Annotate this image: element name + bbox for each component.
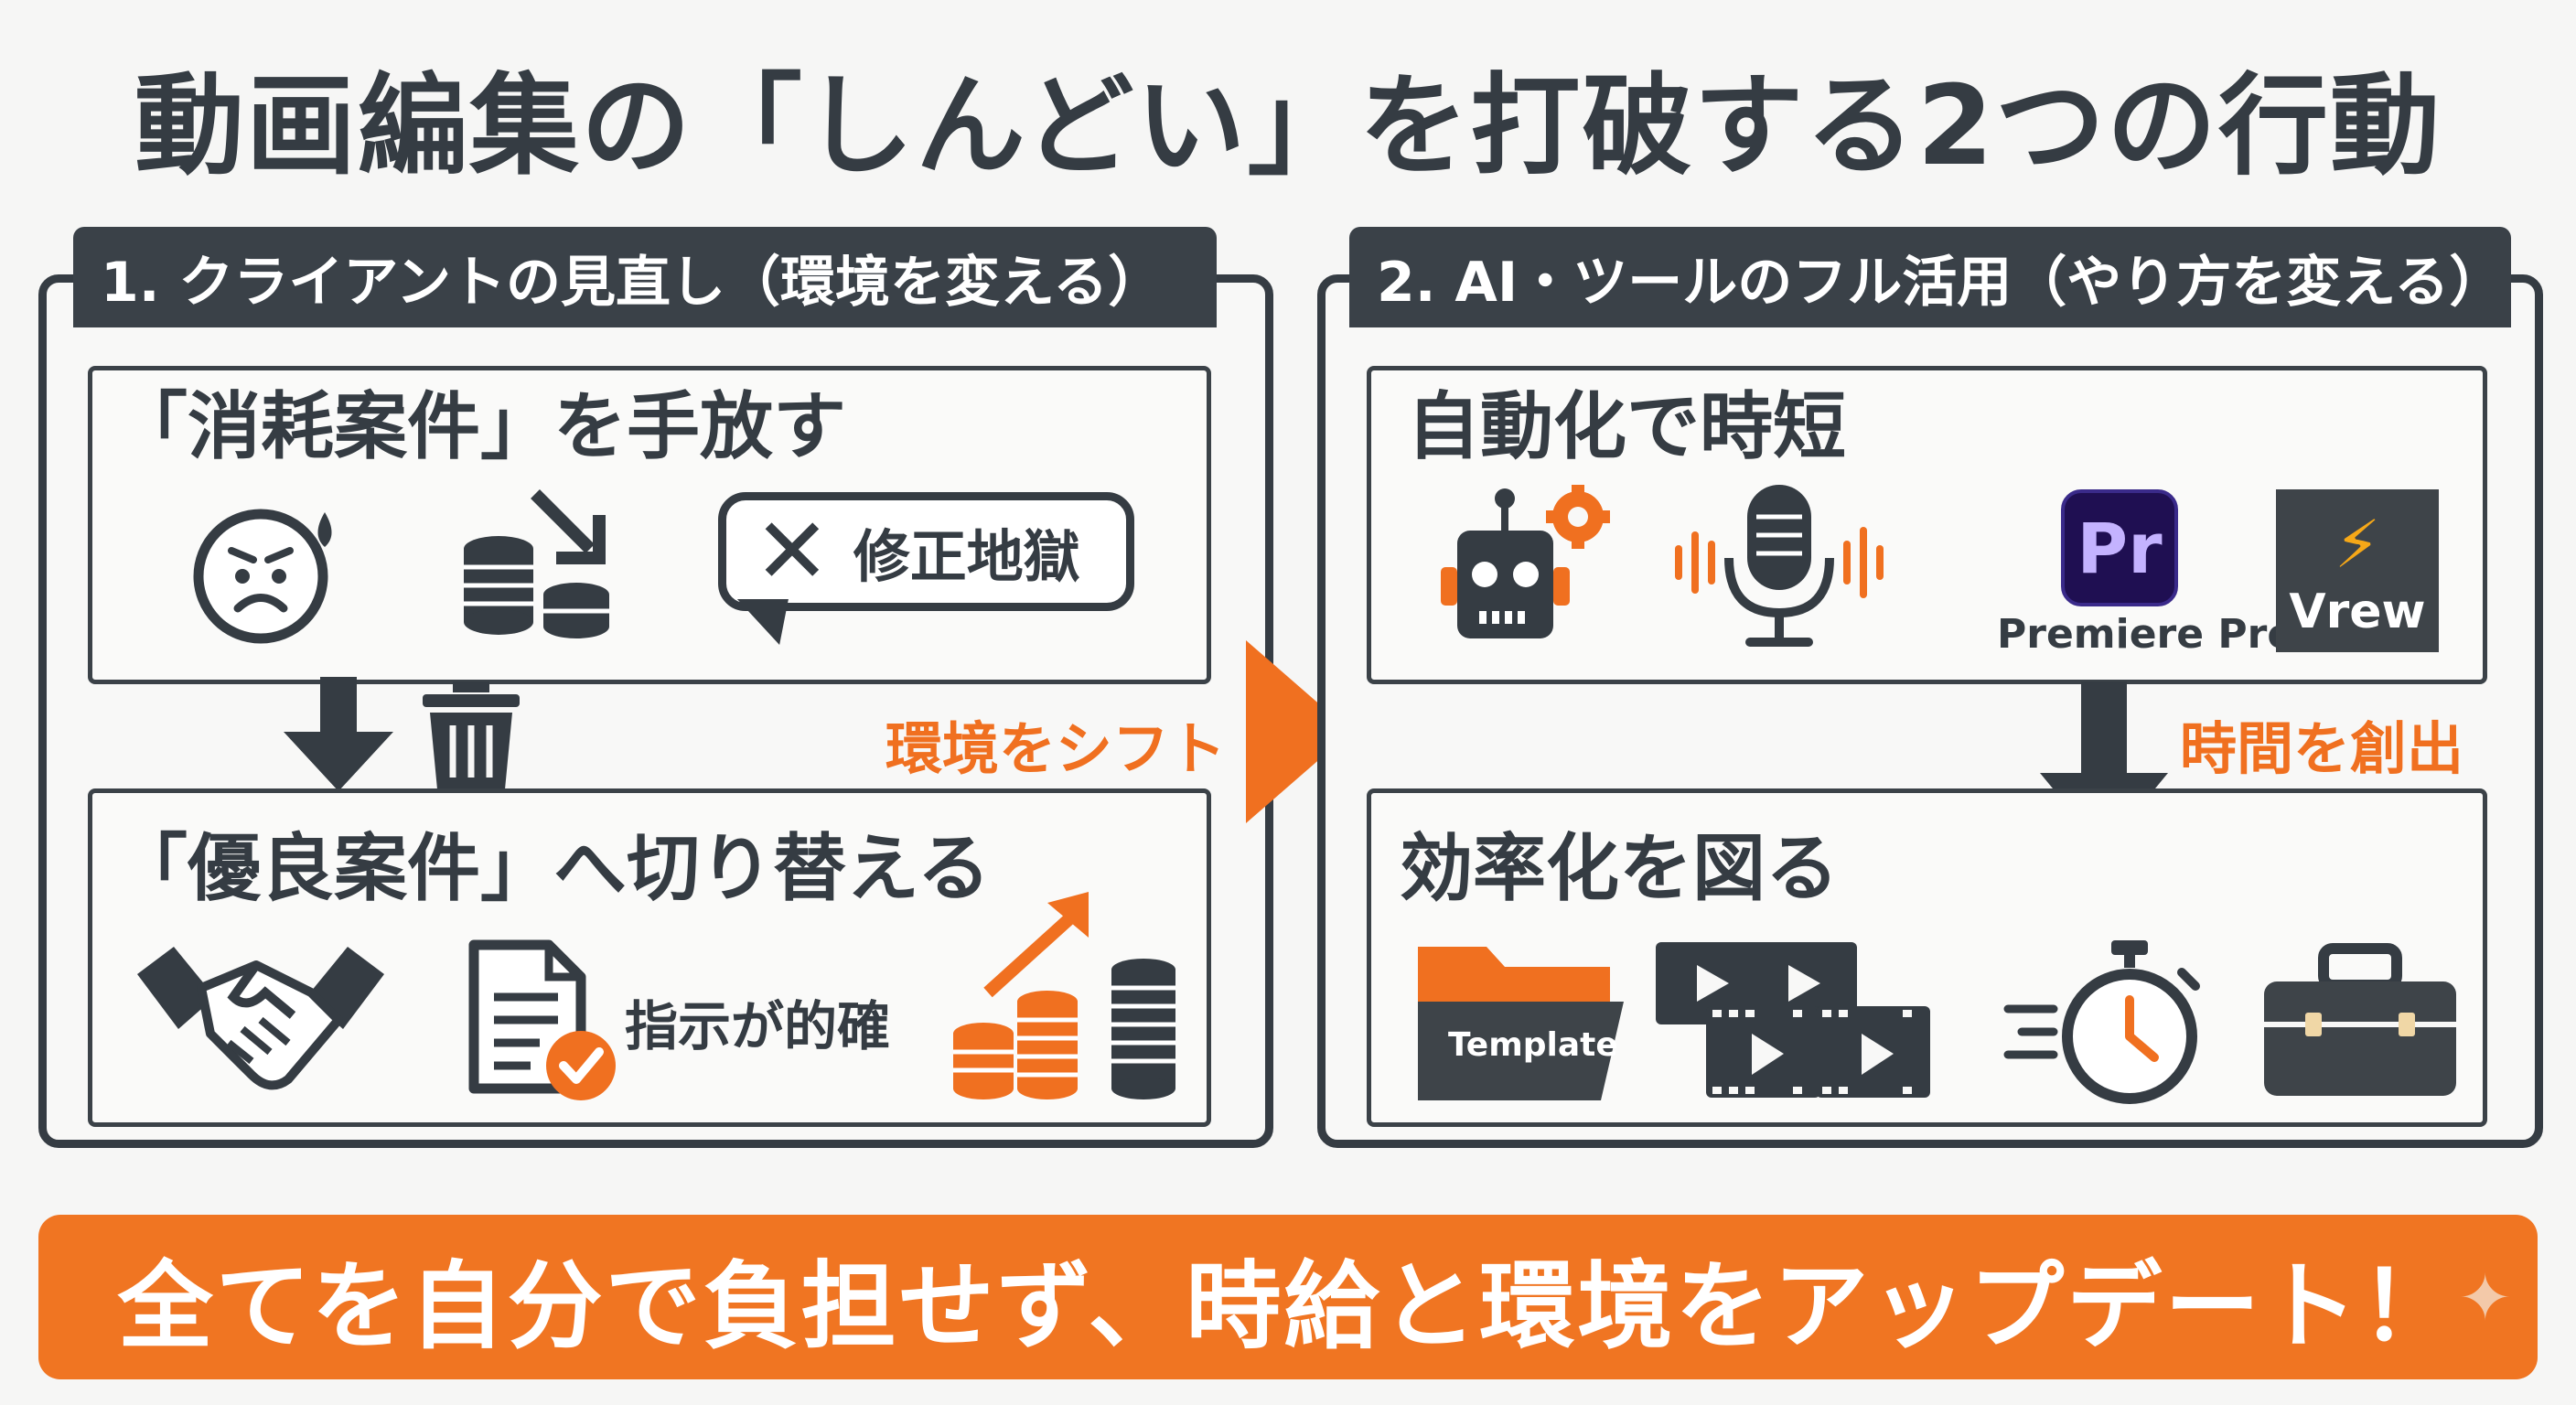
folder-icon — [1418, 947, 1624, 1100]
worried-face-icon — [193, 509, 332, 644]
bottom-message: 全てを自分で負担せず、時給と環境をアップデート！ — [117, 1249, 2459, 1362]
bubble-revision-hell: ✕ 修正地獄 — [718, 492, 1134, 611]
chevron-right-icon — [1246, 640, 1351, 823]
heading-efficiency: 効率化を図る — [1400, 826, 1839, 911]
robot-icon — [1441, 485, 1610, 638]
coins-up-icon — [953, 892, 1175, 1099]
vrew-icon: ⚡ Vrew — [2276, 489, 2439, 652]
caption-clear-instructions: 指示が的確 — [625, 995, 891, 1057]
vrew-label: Vrew — [2289, 585, 2426, 639]
toolbox-icon — [2264, 943, 2456, 1096]
heading-drop-draining-jobs: 「消耗案件」を手放す — [114, 384, 846, 469]
panel-tab-client-review: 1. クライアントの見直し（環境を変える） — [73, 227, 1217, 327]
x-icon: ✕ — [754, 498, 831, 605]
coins-down-icon — [464, 489, 609, 638]
folder-label-template: Template — [1448, 1026, 1618, 1064]
stopwatch-icon — [2003, 940, 2200, 1104]
lightning-icon: ⚡ — [2334, 506, 2381, 583]
document-check-icon — [468, 939, 616, 1100]
trash-icon — [423, 681, 520, 789]
sparkle-icon: ✦ — [2458, 1260, 2512, 1335]
page-title: 動画編集の「しんどい」を打破する2つの行動 — [134, 63, 2442, 190]
premiere-pro-icon: Pr — [2061, 489, 2178, 606]
label-shift-environment: 環境をシフト — [886, 715, 1227, 782]
film-clips-icon — [1656, 942, 1930, 1098]
heading-automation: 自動化で時短 — [1407, 384, 1846, 469]
heading-switch-quality-jobs: 「優良案件」へ切り替える — [114, 826, 991, 911]
handshake-icon — [137, 947, 384, 1090]
microphone-icon — [1675, 485, 1884, 647]
label-create-time: 時間を創出 — [2180, 715, 2464, 782]
bubble-text: 修正地獄 — [853, 523, 1080, 590]
arrow-down-icon — [284, 677, 393, 791]
panel-tab-ai-tools: 2. AI・ツールのフル活用（やり方を変える） — [1349, 227, 2511, 327]
bottom-message-bar: 全てを自分で負担せず、時給と環境をアップデート！ ✦ — [38, 1215, 2538, 1379]
premiere-pro-label: Premiere Pro — [1997, 611, 2295, 658]
